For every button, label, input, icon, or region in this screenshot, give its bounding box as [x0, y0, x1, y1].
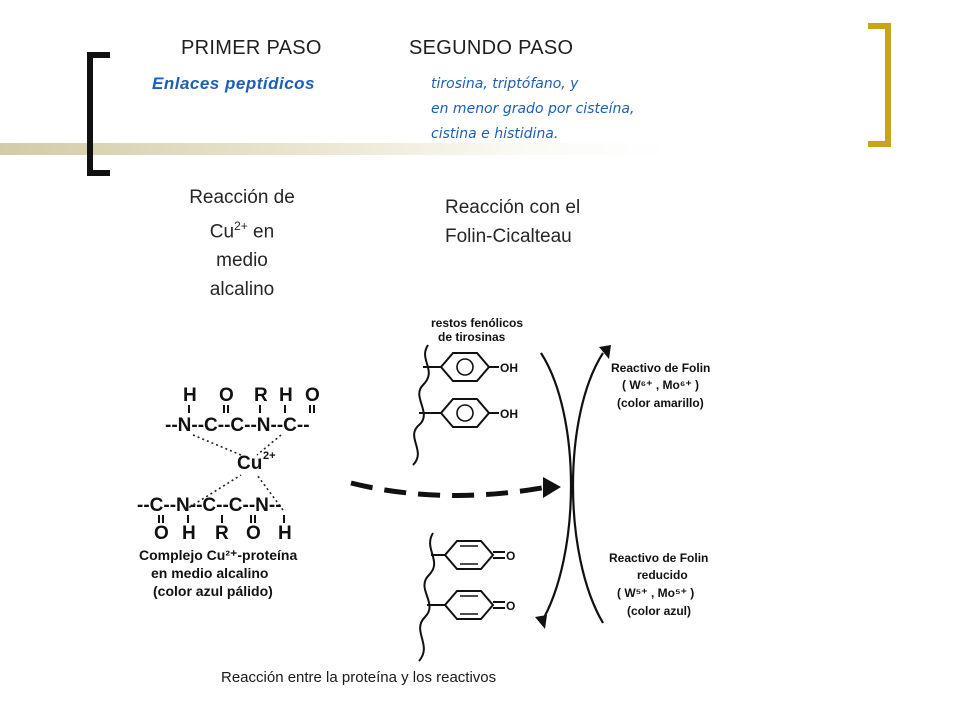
folin-bottom-line1: Reactivo de Folin — [609, 551, 708, 565]
peptide-chain-top: H O R H O --N--C--C--N--C-- — [165, 385, 320, 436]
step2-detail-line1: tirosina, triptófano, y — [431, 76, 579, 92]
reaction-cu-line3: medio — [216, 250, 268, 272]
folin-top-label: Reactivo de Folin ( W⁶⁺ , Mo⁶⁺ ) (color … — [611, 361, 710, 410]
crossing-arrows — [535, 345, 611, 629]
atom-top-2: O — [219, 385, 234, 406]
step2-detail-line3: cistina e histidina. — [431, 126, 559, 142]
phenol-label-line1: restos fenólicos — [431, 316, 523, 330]
atom-top-1: H — [183, 385, 197, 406]
reaction-folin-line1: Reacción con el — [445, 197, 581, 218]
atom-bottom-2: H — [182, 523, 196, 544]
oh-group-2: OH — [500, 407, 518, 421]
arrow-down-curve — [540, 352, 573, 624]
right-bracket — [868, 23, 891, 147]
atom-bottom-5: H — [278, 523, 292, 544]
folin-top-line3: (color amarillo) — [617, 396, 704, 410]
backbone-bottom: --C--N--C--C--N-- — [137, 495, 282, 516]
reaction-folin-label: Reacción con el Folin-Cicalteau — [445, 193, 580, 251]
atom-top-4: H — [279, 385, 293, 406]
step2-detail-line2: en menor grado por cisteína, — [431, 101, 635, 117]
arrow-up-head — [599, 345, 611, 359]
arrow-up-curve — [571, 352, 604, 624]
reaction-cu-line1: Reacción de — [189, 187, 295, 208]
complex-label-line2: en medio alcalino — [151, 565, 268, 581]
folin-bottom-label: Reactivo de Folin reducido ( W⁵⁺ , Mo⁵⁺ … — [609, 551, 708, 618]
folin-bottom-line4: (color azul) — [627, 604, 691, 618]
dashed-arrow — [350, 480, 548, 498]
folin-top-line1: Reactivo de Folin — [611, 361, 710, 375]
figure-caption: Reacción entre la proteína y los reactiv… — [221, 669, 496, 686]
coordination-lines — [184, 434, 284, 511]
cu-charge: 2+ — [263, 450, 276, 462]
reaction-figure: H O R H O --N--C--C--N--C-- Cu 2+ --C--N… — [133, 305, 833, 697]
reaction-cu-line2: Cu2+ en — [160, 212, 324, 246]
complex-label-line3: (color azul pálido) — [153, 583, 273, 599]
atom-bottom-3: R — [215, 523, 229, 544]
reaction-cu-charge: 2+ — [234, 219, 248, 233]
folin-bottom-line3: ( W⁵⁺ , Mo⁵⁺ ) — [617, 586, 694, 600]
left-bracket — [87, 52, 110, 176]
atom-top-5: O — [305, 385, 320, 406]
quinone-residues: O O — [418, 532, 515, 662]
atom-bottom-1: O — [154, 523, 169, 544]
reaction-cu-ion: Cu — [209, 221, 235, 243]
step2-heading: SEGUNDO PASO — [409, 37, 574, 59]
reaction-cu-line4: alcalino — [209, 279, 275, 301]
step1-detail: Enlaces peptídicos — [152, 74, 315, 93]
reaction-cu-en: en — [247, 221, 275, 243]
peptide-chain-bottom: --C--N--C--C--N-- O H R O H — [137, 495, 292, 544]
figure-background — [133, 305, 833, 697]
oh-group-1: OH — [500, 361, 518, 375]
atom-top-3: R — [254, 385, 268, 406]
folin-top-line2: ( W⁶⁺ , Mo⁶⁺ ) — [622, 378, 699, 392]
folin-bottom-line2: reducido — [637, 568, 688, 582]
complex-label-line1: Complejo Cu²⁺-proteína — [139, 547, 297, 563]
cu-ion: Cu — [237, 453, 262, 474]
oxo-group-2: O — [506, 599, 515, 613]
backbone-top: --N--C--C--N--C-- — [165, 415, 310, 436]
atom-bottom-4: O — [246, 523, 261, 544]
reaction-folin-line2: Folin-Cicalteau — [445, 226, 572, 247]
oxo-group-1: O — [506, 549, 515, 563]
arrow-down-head — [535, 615, 547, 629]
decorative-bar — [0, 143, 960, 155]
step1-heading: PRIMER PASO — [181, 37, 322, 59]
reaction-cu-label: Reacción de Cu2+ en medio alcalino — [160, 183, 324, 304]
dashed-arrow-head — [543, 477, 561, 498]
phenol-label-line2: de tirosinas — [438, 330, 506, 344]
tyrosine-residues: OH OH — [412, 344, 518, 466]
